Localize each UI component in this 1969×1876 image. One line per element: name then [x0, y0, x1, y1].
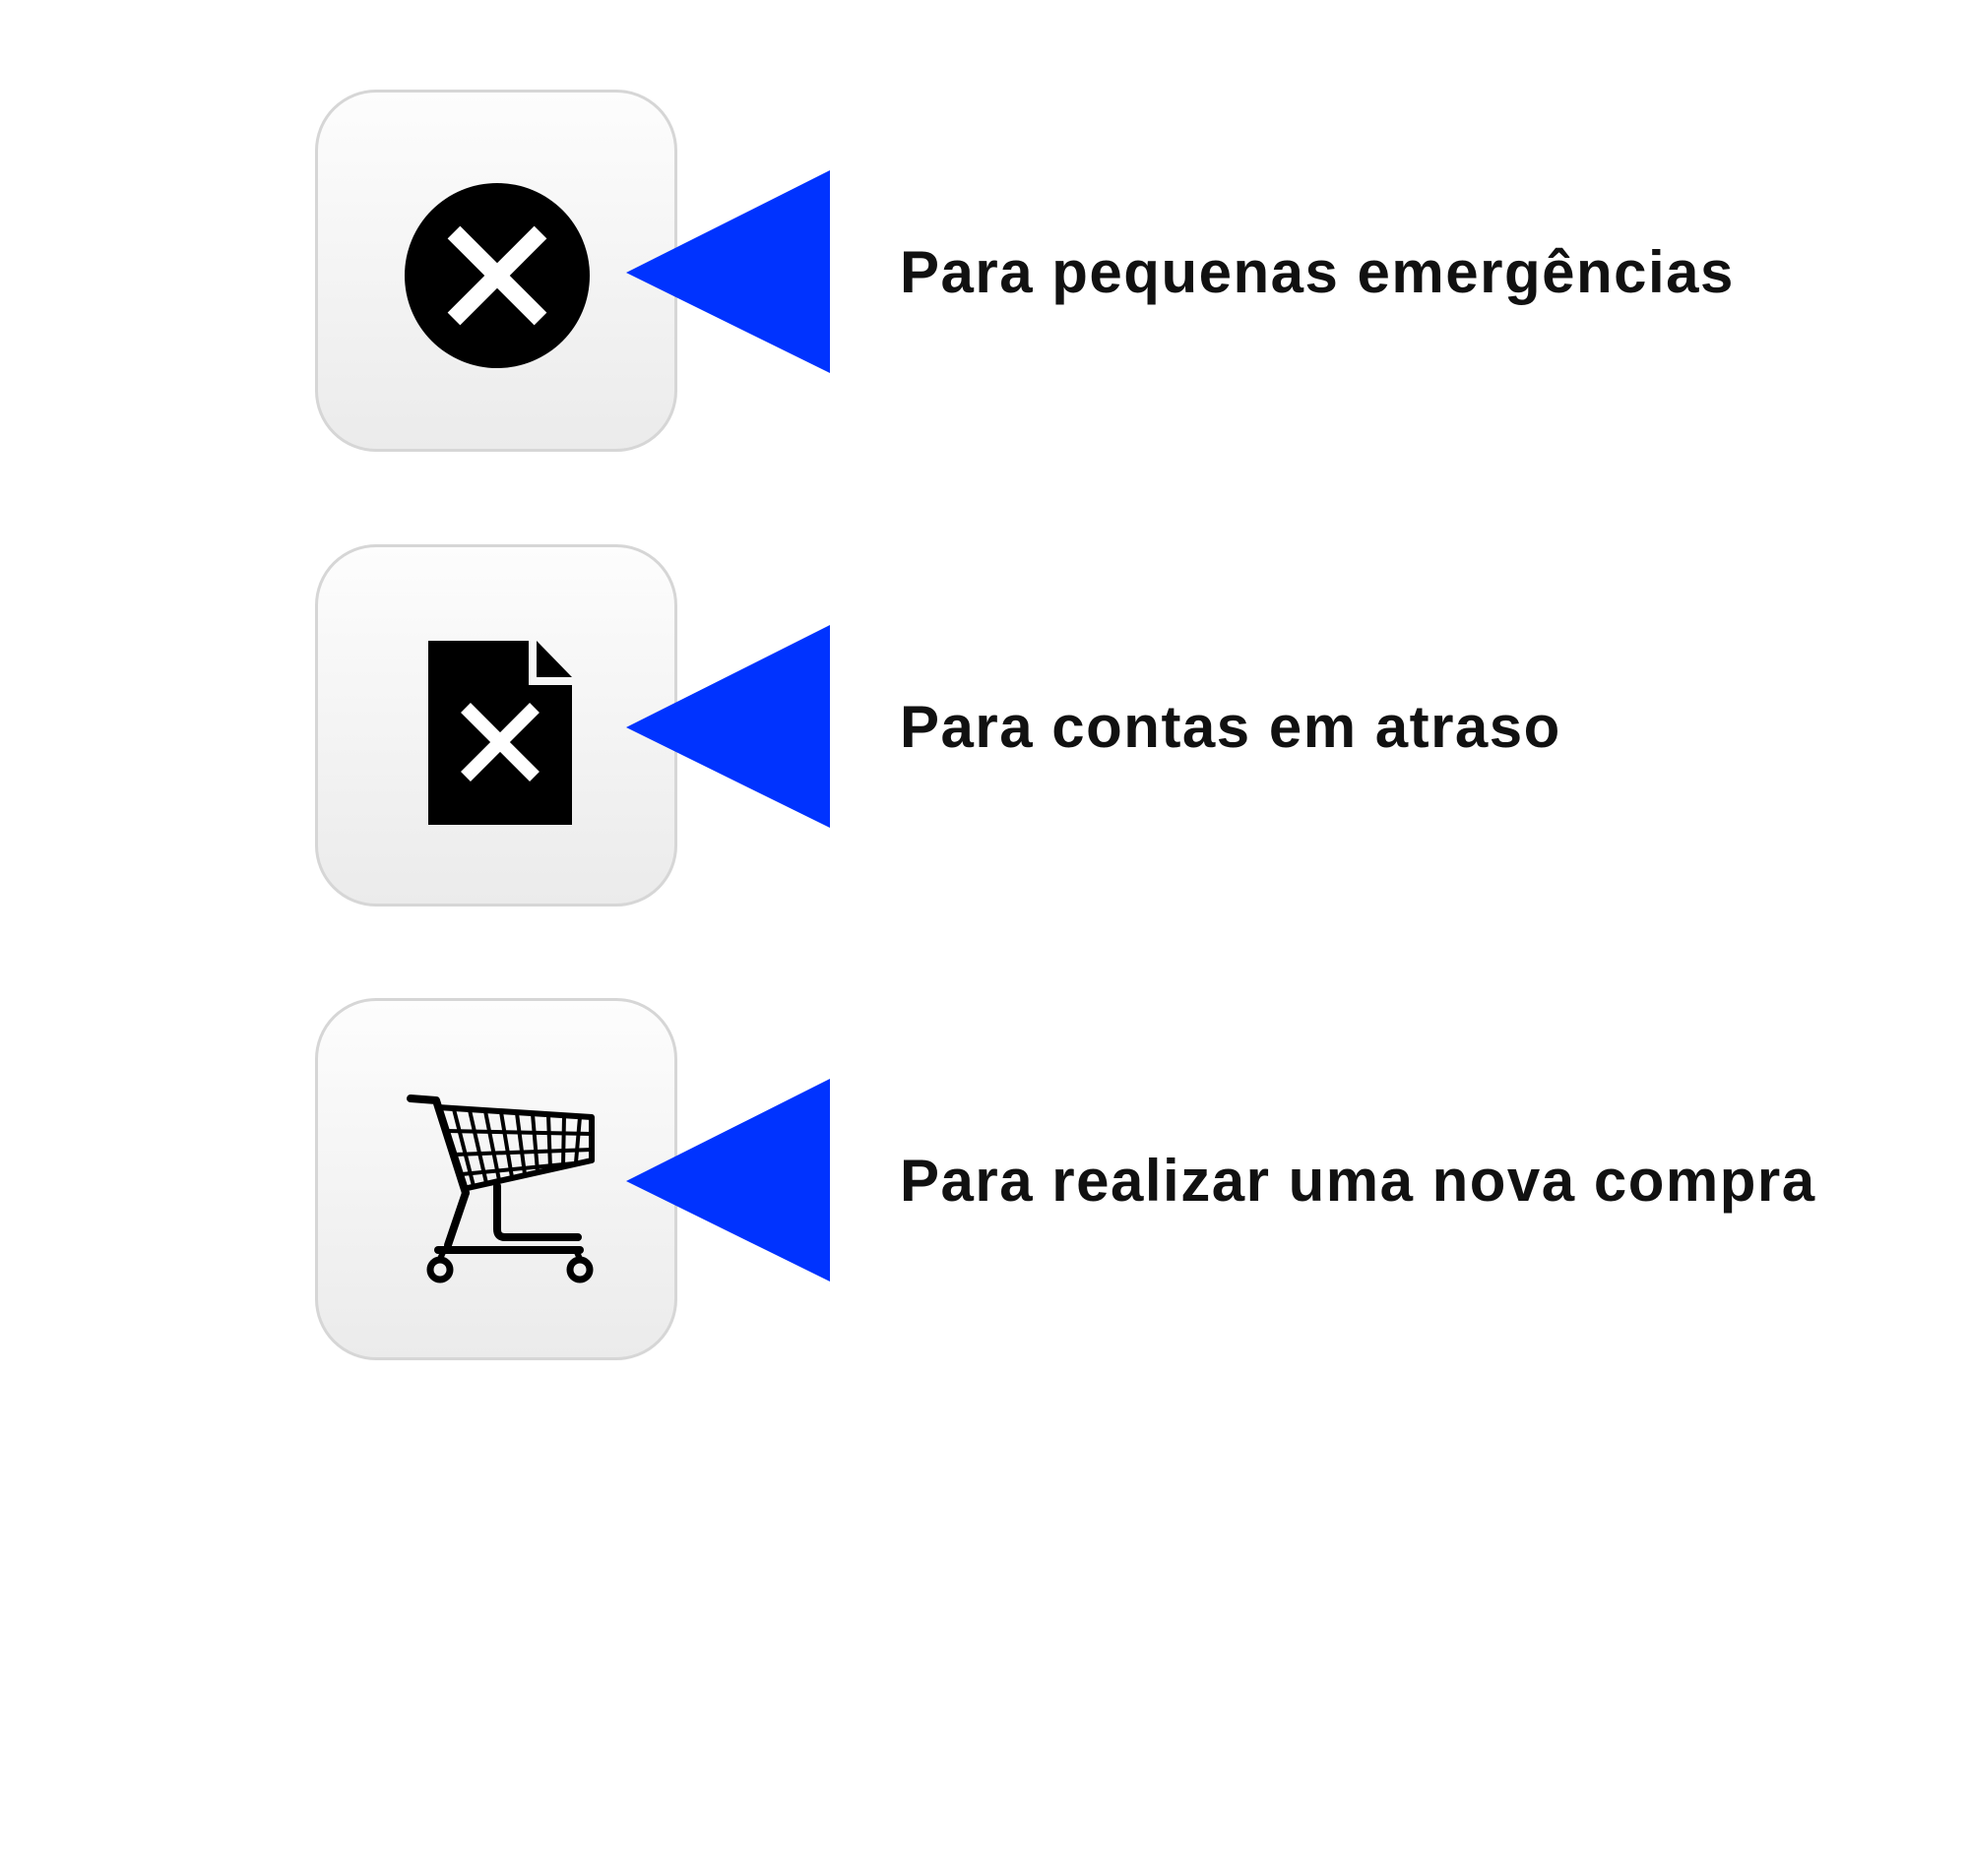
document-x-icon: [428, 641, 572, 825]
pointer-arrow-icon: [626, 1079, 830, 1282]
icon-tile[interactable]: [315, 998, 677, 1360]
item-label: Para pequenas emergências: [900, 239, 1735, 305]
list-item-emergencies: Para pequenas emergências: [0, 88, 1969, 462]
close-circle-icon: [405, 183, 590, 368]
shopping-cart-icon: [407, 1094, 595, 1283]
icon-tile[interactable]: [315, 90, 677, 452]
list-item-overdue-bills: Para contas em atraso: [0, 542, 1969, 916]
icon-tile[interactable]: [315, 544, 677, 907]
list-item-new-purchase: Para realizar uma nova compra: [0, 996, 1969, 1370]
item-label: Para contas em atraso: [900, 694, 1561, 760]
pointer-arrow-icon: [626, 625, 830, 828]
pointer-arrow-icon: [626, 170, 830, 373]
item-label: Para realizar uma nova compra: [900, 1148, 1816, 1214]
